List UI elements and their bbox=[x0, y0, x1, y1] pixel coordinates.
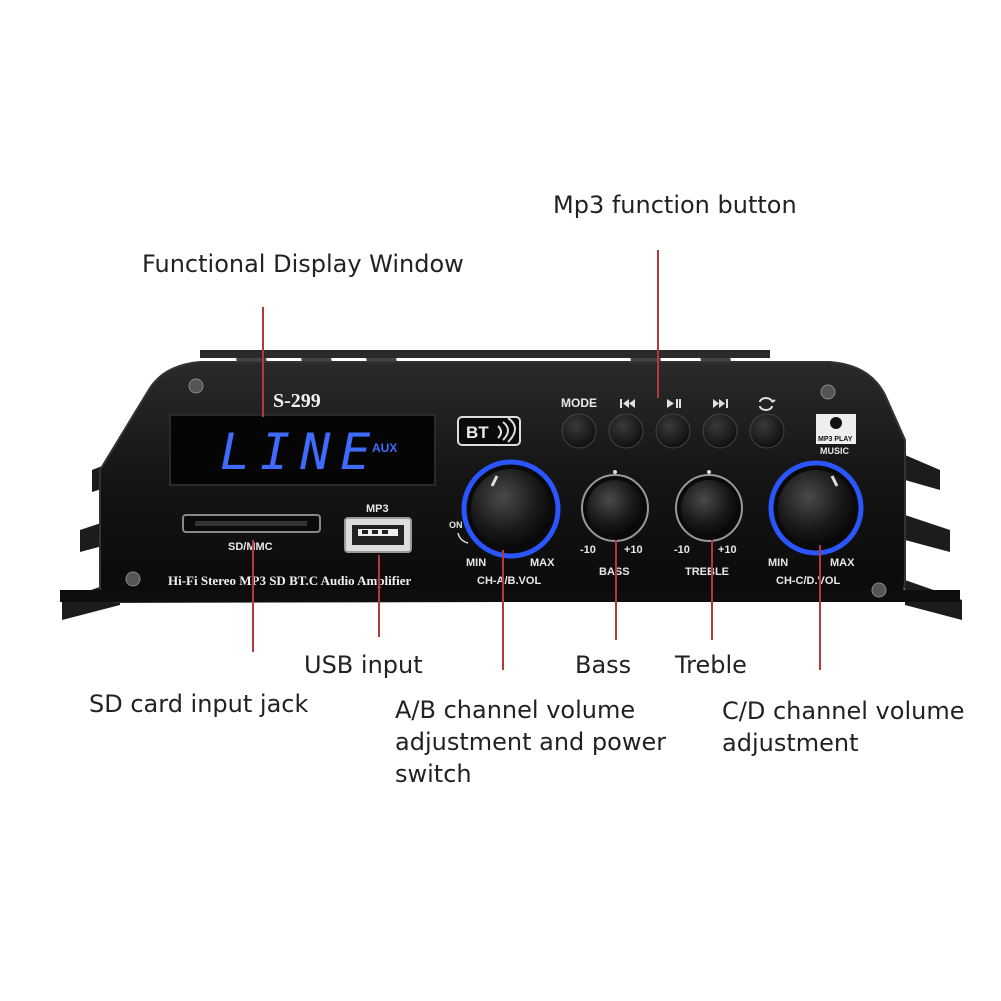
usb-port[interactable] bbox=[344, 517, 412, 553]
bass-knob-max: +10 bbox=[624, 544, 643, 556]
usb-label: MP3 bbox=[366, 503, 389, 515]
mp3-play-logo: MP3 PLAY MUSIC bbox=[816, 414, 856, 456]
mode-label: MODE bbox=[561, 396, 597, 410]
sd-label: SD/MMC bbox=[228, 541, 273, 553]
next-icon bbox=[713, 399, 728, 408]
bt-badge-label: BT bbox=[466, 423, 489, 442]
leader-sd bbox=[252, 540, 254, 652]
bluetooth-signal-icon bbox=[497, 417, 516, 443]
play-pause-icon bbox=[667, 399, 681, 408]
leader-mp3 bbox=[657, 250, 659, 398]
repeat-icon bbox=[759, 397, 776, 411]
cd-knob-min: MIN bbox=[768, 557, 788, 569]
power-arrow-icon bbox=[457, 532, 469, 544]
ab-knob-name: CH-A/B.VOL bbox=[477, 575, 541, 587]
cd-volume-knob[interactable] bbox=[768, 460, 864, 556]
display-sub: AUX bbox=[372, 441, 397, 455]
model-name: S-299 bbox=[273, 390, 321, 412]
leader-usb bbox=[378, 555, 380, 637]
screw-top-right bbox=[820, 384, 836, 400]
play-pause-button[interactable] bbox=[655, 413, 691, 449]
leader-cd bbox=[819, 545, 821, 670]
mp3-logo-top: MP3 PLAY bbox=[818, 436, 853, 443]
treble-knob[interactable] bbox=[675, 470, 743, 542]
ab-knob-min: MIN bbox=[466, 557, 486, 569]
bt-badge: BT bbox=[457, 416, 521, 446]
ab-knob-max: MAX bbox=[530, 557, 555, 569]
callout-cd-volume: C/D channel volume adjustment bbox=[722, 695, 964, 759]
previous-button[interactable] bbox=[608, 413, 644, 449]
leader-bass bbox=[615, 540, 617, 640]
treble-knob-max: +10 bbox=[718, 544, 737, 556]
callout-ab-line-1: A/B channel volume bbox=[395, 696, 636, 724]
callout-cd-line-2: adjustment bbox=[722, 729, 859, 757]
callout-ab-volume: A/B channel volume adjustment and power … bbox=[395, 694, 666, 790]
mode-button[interactable] bbox=[561, 413, 597, 449]
ab-knob-on: ON bbox=[449, 520, 463, 530]
previous-icon bbox=[620, 399, 635, 408]
treble-knob-name: TREBLE bbox=[685, 566, 729, 578]
bass-knob[interactable] bbox=[581, 470, 649, 542]
screw-top-left bbox=[188, 378, 204, 394]
sd-card-slot[interactable] bbox=[182, 514, 321, 533]
device-subtitle: Hi-Fi Stereo MP3 SD BT.C Audio Amplifier bbox=[168, 573, 411, 588]
bass-knob-min: -10 bbox=[580, 544, 596, 556]
display-window: LINE AUX bbox=[169, 414, 436, 486]
callout-ab-line-3: switch bbox=[395, 760, 472, 788]
leader-display bbox=[262, 307, 264, 417]
treble-knob-min: -10 bbox=[674, 544, 690, 556]
display-text: LINE bbox=[220, 423, 380, 481]
mp3-logo-bottom: MUSIC bbox=[820, 446, 850, 456]
leader-ab bbox=[502, 550, 504, 670]
ab-volume-knob[interactable] bbox=[461, 459, 561, 559]
cd-knob-name: CH-C/D.VOL bbox=[776, 575, 840, 587]
callout-usb-input: USB input bbox=[304, 651, 423, 679]
callout-mp3-button: Mp3 function button bbox=[553, 191, 797, 219]
callout-cd-line-1: C/D channel volume bbox=[722, 697, 965, 725]
screw-bottom-right bbox=[871, 582, 887, 598]
callout-sd-card: SD card input jack bbox=[89, 690, 309, 718]
cd-knob-max: MAX bbox=[830, 557, 855, 569]
callout-bass: Bass bbox=[575, 651, 632, 679]
leader-treble bbox=[711, 540, 713, 640]
bass-knob-name: BASS bbox=[599, 566, 630, 578]
callout-treble: Treble bbox=[675, 651, 747, 679]
callout-display-window: Functional Display Window bbox=[142, 250, 464, 278]
screw-bottom-left bbox=[125, 571, 141, 587]
callout-ab-line-2: adjustment and power bbox=[395, 728, 667, 756]
next-button[interactable] bbox=[702, 413, 738, 449]
repeat-button[interactable] bbox=[749, 413, 785, 449]
